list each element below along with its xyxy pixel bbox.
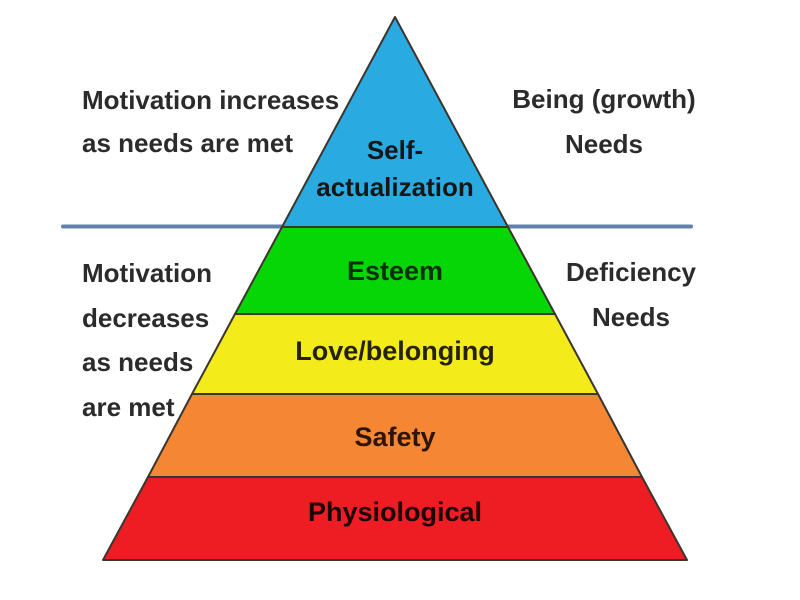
level-label-love-belonging: Love/belonging xyxy=(295,336,495,366)
annotation-deficiency-needs: Deficiency Needs xyxy=(531,250,731,340)
annotation-line: Needs xyxy=(591,302,671,332)
level-label-safety: Safety xyxy=(354,422,436,452)
annotation-line: Motivation xyxy=(82,258,212,288)
level-label-line: Self- xyxy=(366,135,424,165)
annotation-motivation-increases: Motivation increases as needs are met xyxy=(82,79,339,165)
annotation-line: decreases xyxy=(82,302,210,333)
pyramid-level-physiological xyxy=(102,476,688,561)
level-label-self-actualization: Self- actualization xyxy=(195,132,595,206)
annotation-motivation-decreases: Motivation decreases as needs are met xyxy=(82,251,212,429)
annotation-being-growth-needs: Being (growth) Needs xyxy=(500,77,708,167)
annotation-line: are met xyxy=(82,391,175,422)
level-label-esteem: Esteem xyxy=(346,256,444,286)
annotation-line: as needs xyxy=(82,347,194,377)
annotation-line: Deficiency xyxy=(565,257,697,287)
level-label-physiological: Physiological xyxy=(307,497,483,527)
annotation-line: Being (growth) xyxy=(512,84,696,114)
annotation-line: Motivation increases xyxy=(82,85,340,115)
annotation-line: Needs xyxy=(564,129,644,159)
annotation-line: as needs are met xyxy=(82,128,294,158)
level-label-line: actualization xyxy=(316,172,474,202)
